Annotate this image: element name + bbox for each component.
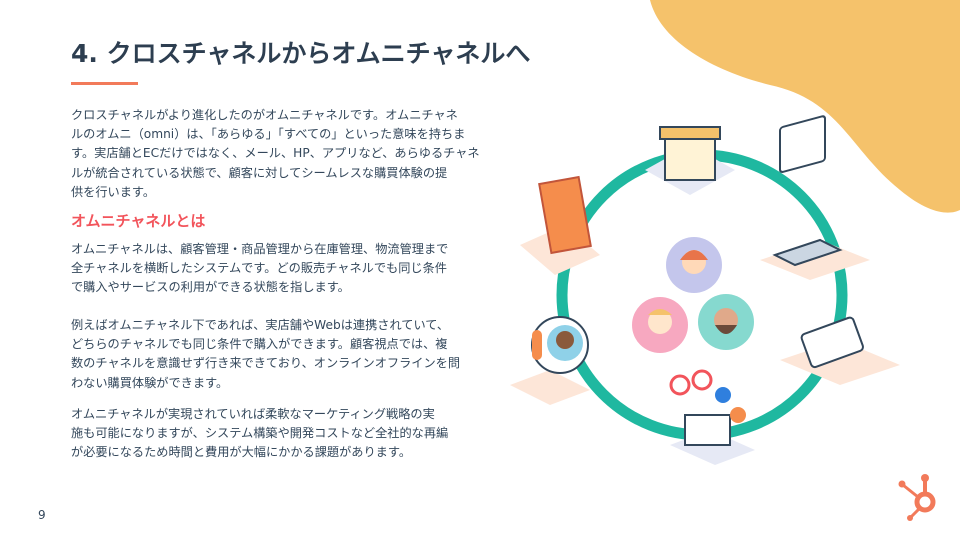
text-line: が必要になるため時間と費用が大幅にかかる課題があります。 bbox=[71, 445, 412, 460]
paragraph-3: オムニチャネルが実現されていれば柔軟なマーケティング戦略の実 施も可能になります… bbox=[71, 405, 481, 463]
laptop-icon bbox=[760, 115, 870, 280]
customer-avatar-2 bbox=[632, 297, 688, 353]
page-title: 4. クロスチャネルからオムニチャネルへ bbox=[71, 39, 531, 68]
decorative-blob bbox=[650, 0, 960, 213]
tablet-icon bbox=[780, 316, 900, 385]
store-icon bbox=[645, 126, 735, 195]
paragraph-2: 例えばオムニチャネル下であれば、実店舗やWebは連携されていて、 どちらのチャネ… bbox=[71, 316, 481, 393]
text-line: ルのオムニ（omni）は、「あらゆる」「すべての」といった意味を持ちま bbox=[71, 127, 466, 142]
text-line: クロスチャネルがより進化したのがオムニチャネルです。オムニチャネ bbox=[71, 108, 458, 122]
text-line: す。実店舗とECだけではなく、メール、HP、アプリなど、あらゆるチャネ bbox=[71, 146, 480, 161]
text-line: 施も可能になりますが、システム構築や開発コストなど全社的な再編 bbox=[71, 426, 449, 441]
customer-avatar-3 bbox=[698, 294, 754, 350]
text-line: オムニチャネルが実現されていれば柔軟なマーケティング戦略の実 bbox=[71, 407, 435, 421]
subheading: オムニチャネルとは bbox=[71, 212, 206, 230]
email-apps-icon bbox=[669, 369, 755, 465]
paragraph-1: オムニチャネルは、顧客管理・商品管理から在庫管理、物流管理まで 全チャネルを横断… bbox=[71, 240, 481, 298]
text-line: 数のチャネルを意識せず行き来できており、オンラインオフラインを問 bbox=[71, 356, 461, 371]
title-underline bbox=[71, 82, 138, 85]
text-line: ルが統合されている状態で、顧客に対してシームレスな購買体験の提 bbox=[71, 165, 448, 180]
channel-ring bbox=[556, 149, 848, 441]
text-line: で購入やサービスの利用ができる状態を指します。 bbox=[71, 280, 350, 295]
hubspot-logo-icon bbox=[898, 474, 936, 521]
phone-call-icon bbox=[510, 316, 590, 405]
text-line: わない購買体験ができます。 bbox=[71, 375, 229, 390]
customer-avatar-1 bbox=[666, 237, 722, 293]
text-line: 例えばオムニチャネル下であれば、実店舗やWebは連携されていて、 bbox=[71, 318, 450, 332]
text-line: どちらのチャネルでも同じ条件で購入ができます。顧客視点では、複 bbox=[71, 337, 448, 352]
intro-paragraph: クロスチャネルがより進化したのがオムニチャネルです。オムニチャネ ルのオムニ（o… bbox=[71, 106, 481, 202]
text-line: 供を行います。 bbox=[71, 184, 156, 199]
shopping-bag-icon bbox=[520, 175, 600, 275]
text-line: オムニチャネルは、顧客管理・商品管理から在庫管理、物流管理まで bbox=[71, 242, 449, 256]
omnichannel-illustration bbox=[510, 115, 900, 465]
text-line: 全チャネルを横断したシステムです。どの販売チャネルでも同じ条件 bbox=[71, 261, 447, 276]
page-number: 9 bbox=[38, 508, 46, 522]
